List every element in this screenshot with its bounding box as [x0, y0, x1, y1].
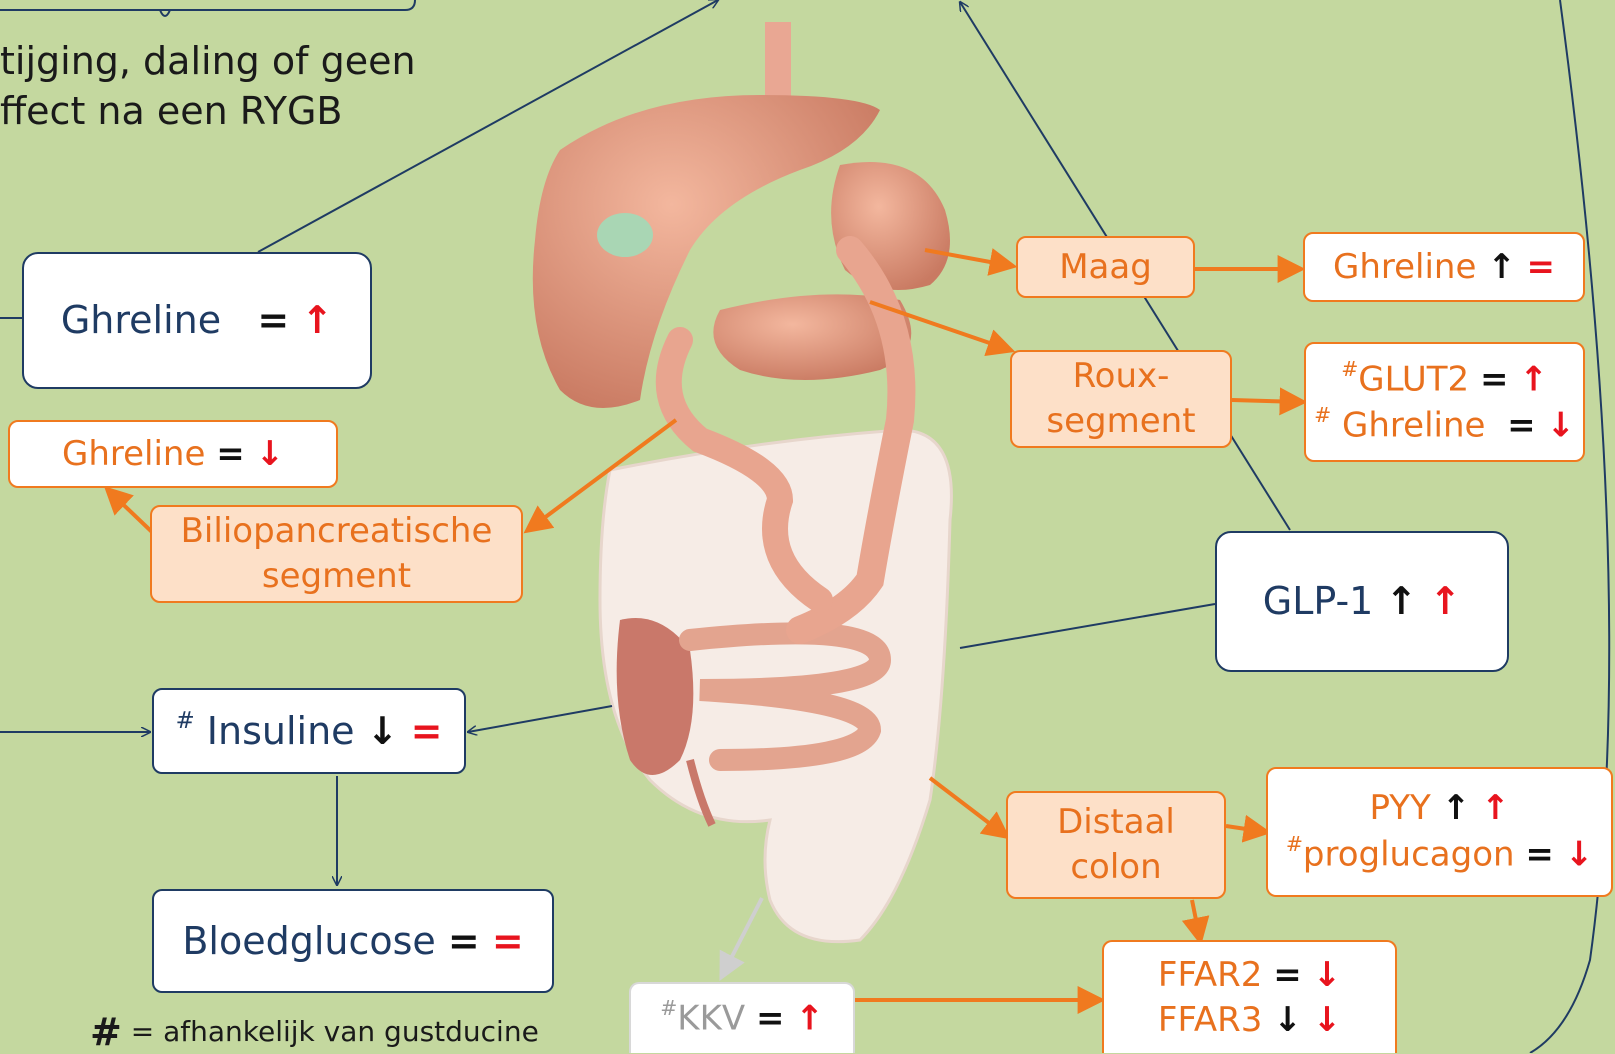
ghreline-bilio-label: Ghreline	[62, 434, 205, 474]
ghreline-bilio-sym1: =	[216, 434, 245, 474]
bilio-line-2: segment	[262, 554, 411, 599]
glp1-box: GLP-1 ↑ ↑	[1215, 531, 1509, 672]
roux-line-2: segment	[1046, 399, 1195, 444]
legend-line-2: ffect na een RYGB	[0, 86, 416, 136]
ffar3-sym2: ↓	[1313, 1000, 1342, 1040]
roux-line-1: Roux-	[1073, 354, 1170, 399]
roux-segment-box: Roux- segment	[1010, 350, 1232, 448]
glp1-sym2: ↑	[1429, 579, 1461, 623]
ffar2-label: FFAR2	[1158, 955, 1263, 995]
ghreline-main-box: Ghreline = ↑	[22, 252, 372, 389]
ghreline-maag-sym1: ↑	[1487, 247, 1516, 287]
glp1-label: GLP-1	[1263, 579, 1374, 623]
pyy-label: PYY	[1370, 788, 1431, 828]
ghreline-bilio-sym2: ↓	[256, 434, 285, 474]
brace	[0, 0, 415, 16]
glut2-sym2: ↑	[1519, 359, 1548, 399]
kkv-label: KKV	[677, 999, 745, 1039]
ghreline-main-sym1: =	[257, 298, 289, 342]
insuline-sym2: =	[411, 709, 443, 753]
ghreline-main-sym2: ↑	[301, 298, 333, 342]
insuline-prefix: #	[176, 708, 195, 734]
ffar2-sym1: =	[1273, 955, 1302, 995]
ffar2-sym2: ↓	[1313, 955, 1342, 995]
pyy-proglucagon-box: PYY ↑ ↑ #proglucagon = ↓	[1266, 767, 1613, 897]
bilio-line-1: Biliopancreatische	[181, 509, 493, 554]
pyy-sym2: ↑	[1481, 788, 1510, 828]
kkv-sym1: =	[756, 999, 785, 1039]
pyy-sym1: ↑	[1442, 788, 1471, 828]
ghreline-roux-label: Ghreline	[1342, 405, 1485, 445]
ghreline-maag-box: Ghreline ↑ =	[1303, 232, 1585, 302]
bloedglucose-sym1: =	[448, 919, 480, 963]
footnote-symbol: #	[90, 1010, 122, 1054]
footnote-text: = afhankelijk van gustducine	[131, 1015, 539, 1048]
kkv-prefix: #	[660, 996, 677, 1020]
legend-line-1: tijging, daling of geen	[0, 36, 416, 86]
insuline-box: # Insuline ↓ =	[152, 688, 466, 774]
distaal-colon-box: Distaal colon	[1006, 791, 1226, 899]
proglucagon-sym1: =	[1525, 835, 1554, 875]
glut2-ghreline-box: #GLUT2 = ↑ # Ghreline = ↓	[1304, 342, 1585, 462]
ffar3-sym1: ↓	[1273, 1000, 1302, 1040]
ghreline-bilio-box: Ghreline = ↓	[8, 420, 338, 488]
kkv-sym2: ↑	[795, 999, 824, 1039]
glut2-sym1: =	[1480, 359, 1509, 399]
ghreline-roux-sym1: =	[1507, 405, 1536, 445]
legend-text: tijging, daling of geen ffect na een RYG…	[0, 36, 416, 136]
ffar3-label: FFAR3	[1158, 1000, 1263, 1040]
biliopancreatische-segment-box: Biliopancreatische segment	[150, 505, 523, 603]
distaal-line-2: colon	[1070, 845, 1161, 890]
glp1-sym1: ↑	[1385, 579, 1417, 623]
ghreline-maag-label: Ghreline	[1333, 247, 1476, 287]
proglucagon-prefix: #	[1286, 832, 1303, 856]
kkv-box: #KKV = ↑	[629, 982, 855, 1053]
glut2-label: GLUT2	[1358, 359, 1469, 399]
insuline-sym1: ↓	[367, 709, 399, 753]
maag-segment-box: Maag	[1016, 236, 1195, 298]
bloedglucose-label: Bloedglucose	[182, 919, 435, 963]
ghreline-maag-sym2: =	[1527, 247, 1556, 287]
bloedglucose-sym2: =	[492, 919, 524, 963]
ffar-box: FFAR2 = ↓ FFAR3 ↓ ↓	[1102, 940, 1397, 1053]
glut2-prefix: #	[1341, 357, 1358, 381]
footnote: # = afhankelijk van gustducine	[90, 1010, 539, 1054]
proglucagon-label: proglucagon	[1303, 835, 1515, 875]
maag-label: Maag	[1059, 245, 1152, 290]
ghreline-main-label: Ghreline	[61, 298, 221, 342]
proglucagon-sym2: ↓	[1565, 835, 1594, 875]
distaal-line-1: Distaal	[1057, 800, 1175, 845]
insuline-label: Insuline	[207, 709, 355, 753]
ghreline-roux-prefix: #	[1314, 403, 1331, 427]
ghreline-roux-sym2: ↓	[1546, 405, 1575, 445]
bloedglucose-box: Bloedglucose = =	[152, 889, 554, 993]
